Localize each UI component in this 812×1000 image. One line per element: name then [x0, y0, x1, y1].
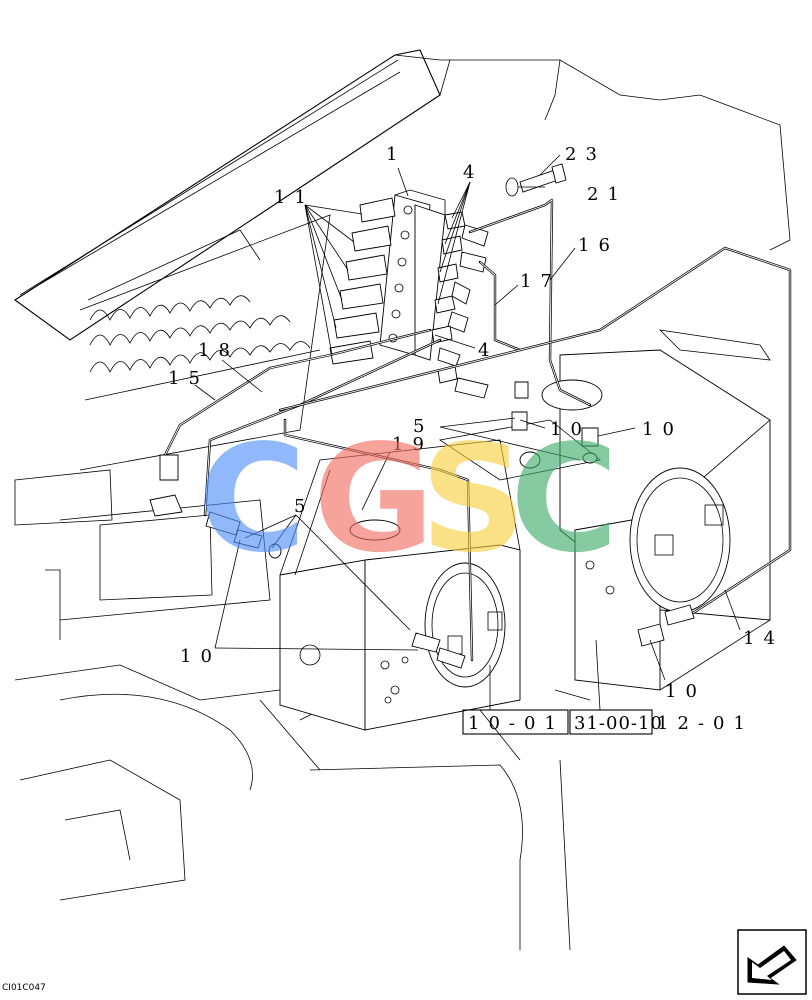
callout-17: 17 — [520, 271, 561, 292]
callout-labels: 1 11 4 4 23 21 16 17 18 15 19 5 5 10 10 … — [168, 144, 784, 702]
callout-18: 18 — [198, 340, 239, 361]
reference-31-00-10: 31-00-10 — [574, 713, 663, 734]
drawing-code: CI01C047 — [2, 983, 46, 993]
callout-11: 11 — [274, 187, 315, 208]
sheet-references: 10-01 31-00-10 12-01 — [462, 709, 754, 735]
leader-lines — [194, 154, 741, 711]
watermark-letter-s: S — [420, 413, 527, 585]
callout-10-right: 10 — [642, 419, 683, 440]
callout-5-lower: 5 — [294, 496, 314, 517]
callout-4-lower: 4 — [478, 340, 498, 361]
callout-1: 1 — [386, 144, 406, 165]
callout-4-top: 4 — [463, 162, 483, 183]
bolt-and-washer — [505, 163, 567, 197]
reference-10-01: 10-01 — [468, 713, 565, 734]
callout-10-left: 10 — [180, 646, 221, 667]
callout-10-center: 10 — [550, 419, 591, 440]
callout-23: 23 — [565, 144, 606, 165]
callout-14: 14 — [743, 628, 784, 649]
callout-15: 15 — [168, 368, 209, 389]
watermark-letter-g: G — [313, 413, 434, 585]
right-valve-body — [438, 329, 771, 691]
direction-arrow-icon — [737, 929, 807, 995]
plug-group — [329, 197, 396, 365]
callout-10-bottom: 10 — [665, 681, 706, 702]
callout-21: 21 — [587, 184, 628, 205]
small-fitting-group — [149, 381, 695, 669]
reference-12-01: 12-01 — [657, 713, 754, 734]
manifold-block — [379, 189, 446, 361]
callout-5-upper: 5 — [413, 416, 433, 437]
watermark: C G S C — [198, 413, 619, 585]
watermark-letter-c2: C — [510, 413, 619, 585]
watermark-letter-c1: C — [198, 413, 307, 585]
callout-19: 19 — [392, 434, 433, 455]
hose-group — [163, 198, 792, 662]
callout-16: 16 — [578, 235, 619, 256]
